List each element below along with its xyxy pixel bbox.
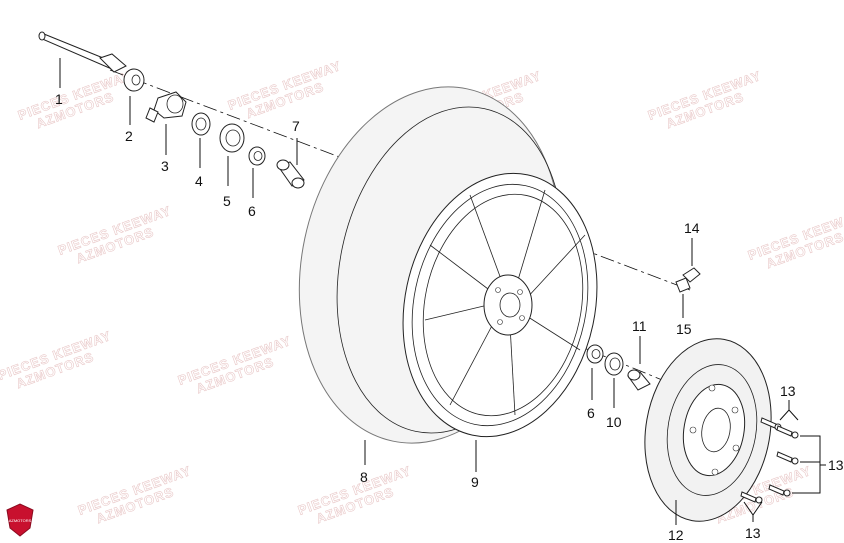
bearing-right-part — [586, 344, 604, 364]
seal-right-part — [604, 352, 624, 376]
callout-6: 6 — [248, 203, 256, 219]
brake-disc-part — [644, 338, 772, 522]
disc-centerline — [539, 329, 761, 421]
valve-part — [675, 267, 701, 293]
collar-right-part — [627, 369, 651, 391]
rim-part — [402, 172, 598, 438]
disc-bolts-part — [740, 417, 799, 504]
callout-3: 3 — [161, 158, 169, 174]
callout-labels: 1 2 3 4 5 6 7 8 9 6 10 11 12 13 13 13 14… — [55, 91, 844, 543]
bearing-left-part — [248, 146, 266, 166]
callout-13b: 13 — [828, 457, 844, 473]
speedo-drive-part — [145, 91, 187, 123]
collar-part — [123, 68, 145, 92]
callout-10: 10 — [606, 414, 622, 430]
callout-14: 14 — [684, 220, 700, 236]
spacer-part — [276, 159, 305, 189]
retainer-part — [191, 112, 211, 136]
callout-8: 8 — [360, 469, 368, 485]
callout-13a: 13 — [780, 383, 796, 399]
callout-5: 5 — [223, 193, 231, 209]
callout-4: 4 — [195, 173, 203, 189]
callout-15: 15 — [676, 321, 692, 337]
callout-1: 1 — [55, 91, 63, 107]
callout-6b: 6 — [587, 405, 595, 421]
callout-2: 2 — [125, 128, 133, 144]
logo-text: AZMOTORS — [9, 518, 32, 523]
oil-seal-part — [219, 123, 245, 153]
callout-12: 12 — [668, 527, 684, 543]
callout-9: 9 — [471, 474, 479, 490]
callout-7: 7 — [292, 118, 300, 134]
callout-13c: 13 — [745, 525, 761, 541]
leader-lines — [59, 58, 826, 525]
callout-11: 11 — [632, 318, 647, 334]
axle-part — [38, 31, 127, 73]
azmotors-logo: AZMOTORS — [6, 503, 34, 537]
